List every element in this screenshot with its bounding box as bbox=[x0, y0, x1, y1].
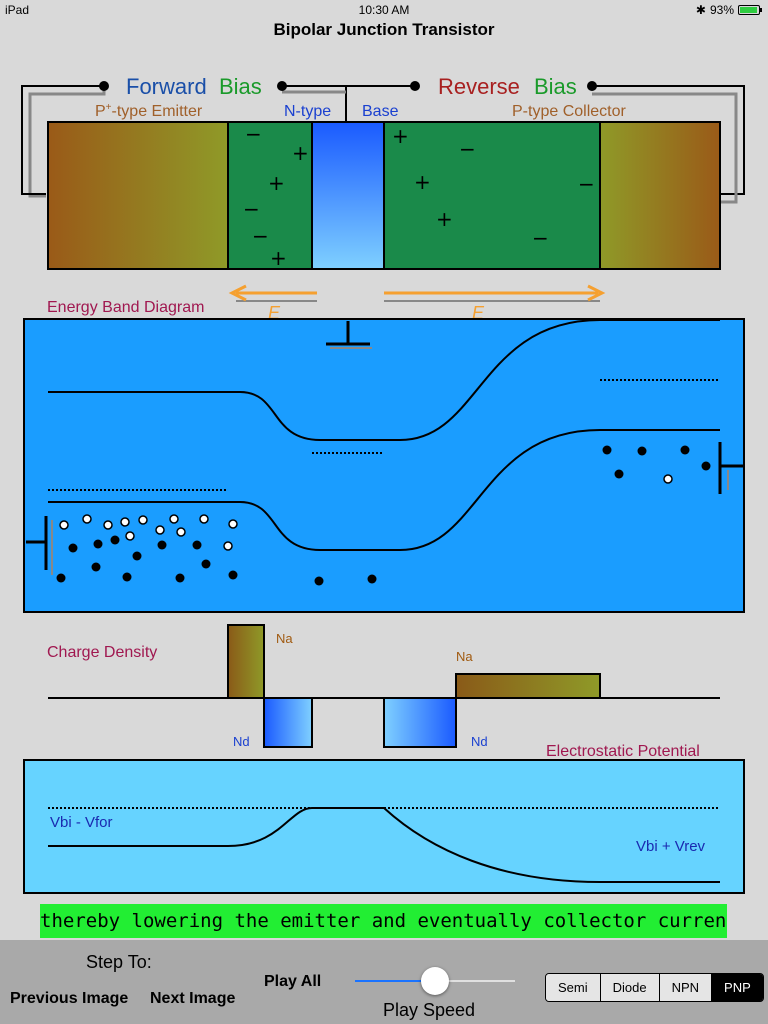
previous-image-button[interactable]: Previous Image bbox=[10, 990, 129, 1007]
svg-text:−: − bbox=[245, 122, 262, 146]
nd-left-bar bbox=[263, 697, 313, 748]
battery-percent: 93% bbox=[709, 3, 734, 17]
forward-label: Forward bbox=[126, 74, 207, 99]
na-right-bar bbox=[455, 673, 601, 699]
slider-track bbox=[435, 980, 515, 982]
holes bbox=[59, 474, 673, 551]
svg-text:+: + bbox=[436, 207, 453, 231]
svg-text:+: + bbox=[414, 170, 431, 194]
circuit-wires bbox=[21, 81, 745, 204]
svg-text:+: + bbox=[268, 171, 285, 195]
na-label-left: Na bbox=[276, 631, 293, 646]
clock: 10:30 AM bbox=[358, 3, 410, 17]
charge-density-label: Charge Density bbox=[47, 644, 157, 661]
battery-icon bbox=[738, 5, 762, 15]
svg-text:−: − bbox=[243, 197, 260, 221]
ntype-label: N-type bbox=[284, 103, 331, 120]
next-image-button[interactable]: Next Image bbox=[150, 990, 236, 1007]
slider-thumb[interactable] bbox=[421, 967, 449, 995]
potential-plot bbox=[23, 759, 745, 894]
mode-npn-segment[interactable]: NPN bbox=[659, 974, 713, 1001]
vbi-vrev-label: Vbi + Vrev bbox=[636, 838, 706, 855]
status-bar: iPad 10:30 AM ✱ 93% bbox=[0, 0, 768, 20]
potential-label: Electrostatic Potential bbox=[546, 743, 700, 760]
mode-diode-segment[interactable]: Diode bbox=[600, 974, 660, 1001]
nd-label-right: Nd bbox=[471, 734, 488, 749]
na-label-right: Na bbox=[456, 649, 473, 664]
vbi-vfor-label: Vbi - Vfor bbox=[50, 814, 113, 831]
emitter-depletion bbox=[227, 121, 313, 270]
step-to-label: Step To: bbox=[86, 952, 152, 972]
field-arrows bbox=[228, 284, 606, 302]
svg-text:−: − bbox=[532, 226, 549, 250]
mode-pnp-segment[interactable]: PNP bbox=[712, 974, 763, 1001]
nd-label-left: Nd bbox=[233, 734, 250, 749]
base-region bbox=[311, 121, 385, 270]
charge-density-plot bbox=[48, 624, 720, 748]
page-title: Bipolar Junction Transistor bbox=[273, 20, 495, 39]
energy-band-label: Energy Band Diagram bbox=[47, 299, 204, 316]
slider-track-filled bbox=[355, 980, 435, 982]
transistor-device: −+ +− −+ +− ++ −− bbox=[47, 121, 721, 270]
narration-caption: thereby lowering the emitter and eventua… bbox=[40, 904, 727, 938]
electrons bbox=[56, 445, 711, 586]
device-label: iPad bbox=[5, 3, 30, 17]
svg-text:−: − bbox=[459, 137, 476, 161]
na-left-bar bbox=[227, 624, 265, 699]
forward-bias-word: Bias bbox=[219, 74, 262, 99]
collector-region bbox=[599, 121, 721, 270]
svg-text:+: + bbox=[392, 124, 409, 148]
collector-label: P-type Collector bbox=[512, 103, 626, 120]
svg-text:−: − bbox=[578, 172, 595, 196]
status-right: ✱ 93% bbox=[695, 3, 762, 17]
charge-symbols: −+ +− −+ +− ++ −− bbox=[243, 122, 595, 270]
base-label: Base bbox=[362, 103, 399, 120]
svg-text:+: + bbox=[270, 246, 287, 270]
emitter-label: P+-type Emitter bbox=[95, 102, 203, 120]
collector-depletion bbox=[383, 121, 601, 270]
reverse-label: Reverse bbox=[438, 74, 520, 99]
transistor-diagram: Forward Bias Reverse Bias P+-type Emitte… bbox=[21, 74, 745, 894]
play-speed-label: Play Speed bbox=[383, 1000, 476, 1020]
emitter-region bbox=[47, 121, 229, 270]
mode-semi-segment[interactable]: Semi bbox=[546, 974, 601, 1001]
svg-text:+: + bbox=[292, 141, 309, 165]
energy-band-diagram bbox=[23, 318, 745, 613]
nd-right-bar bbox=[383, 697, 457, 748]
play-all-button[interactable]: Play All bbox=[264, 973, 322, 990]
play-speed-slider[interactable] bbox=[355, 966, 515, 996]
svg-text:−: − bbox=[252, 224, 269, 248]
reverse-bias-word: Bias bbox=[534, 74, 577, 99]
bluetooth-icon: ✱ bbox=[695, 3, 706, 17]
